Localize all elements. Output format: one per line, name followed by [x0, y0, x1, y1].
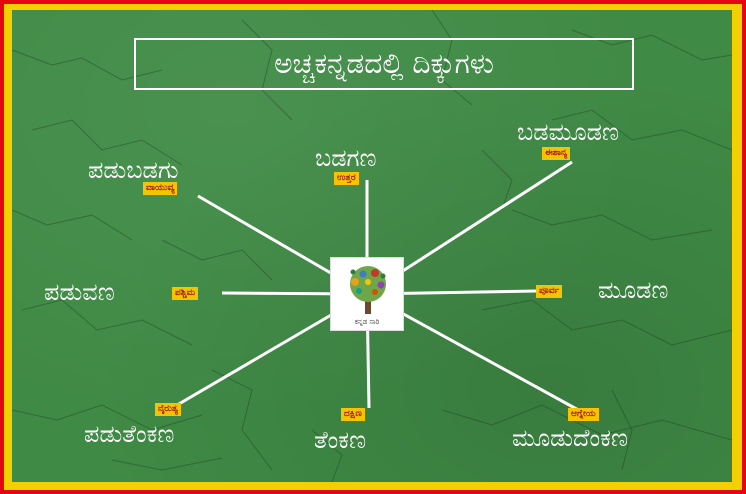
- label-east: ಮೂಡಣ: [598, 276, 669, 304]
- label-northwest: ಪಡುಬಡಗು: [88, 156, 179, 184]
- tag-west: ಪಶ್ಚಿಮ: [172, 287, 199, 300]
- label-southwest: ಪಡುತೆಂಕಣ: [84, 420, 175, 448]
- tag-east: ಪೂರ್ವ: [536, 285, 563, 298]
- label-north: ಬಡಗಣ: [315, 144, 377, 172]
- tag-north: ಉತ್ತರ: [334, 172, 359, 185]
- page-title: ಅಚ್ಚಕನ್ನಡದಲ್ಲಿ ದಿಕ್ಕುಗಳು: [274, 47, 494, 80]
- label-southeast: ಮೂಡುದೆಂಕಣ: [512, 424, 628, 452]
- logo-caption: ಕನ್ನಡ ಸಾರಿ: [354, 318, 380, 326]
- tree-logo: ಕನ್ನಡ ಸಾರಿ: [330, 257, 404, 331]
- label-northeast: ಬಡಮೂಡಣ: [517, 118, 619, 146]
- tag-northwest: ವಾಯುವ್ಯ: [143, 182, 178, 195]
- tag-south: ದಕ್ಷಿಣ: [341, 408, 365, 421]
- direction-rays: [171, 160, 583, 414]
- tag-southeast: ಆಗ್ನೇಯ: [568, 408, 599, 421]
- chalkboard: ಅಚ್ಚಕನ್ನಡದಲ್ಲಿ ದಿಕ್ಕುಗಳು: [12, 10, 732, 482]
- label-south: ತೆಂಕಣ: [314, 426, 367, 454]
- tag-northeast: ಈಶಾನ್ಯ: [542, 147, 571, 160]
- tag-southwest: ನೈರುತ್ಯ: [155, 403, 181, 416]
- title-box: ಅಚ್ಚಕನ್ನಡದಲ್ಲಿ ದಿಕ್ಕುಗಳು: [134, 38, 634, 90]
- crack-texture: [12, 10, 732, 482]
- tree-icon: [350, 266, 386, 314]
- label-west: ಪಡುವಣ: [44, 278, 115, 306]
